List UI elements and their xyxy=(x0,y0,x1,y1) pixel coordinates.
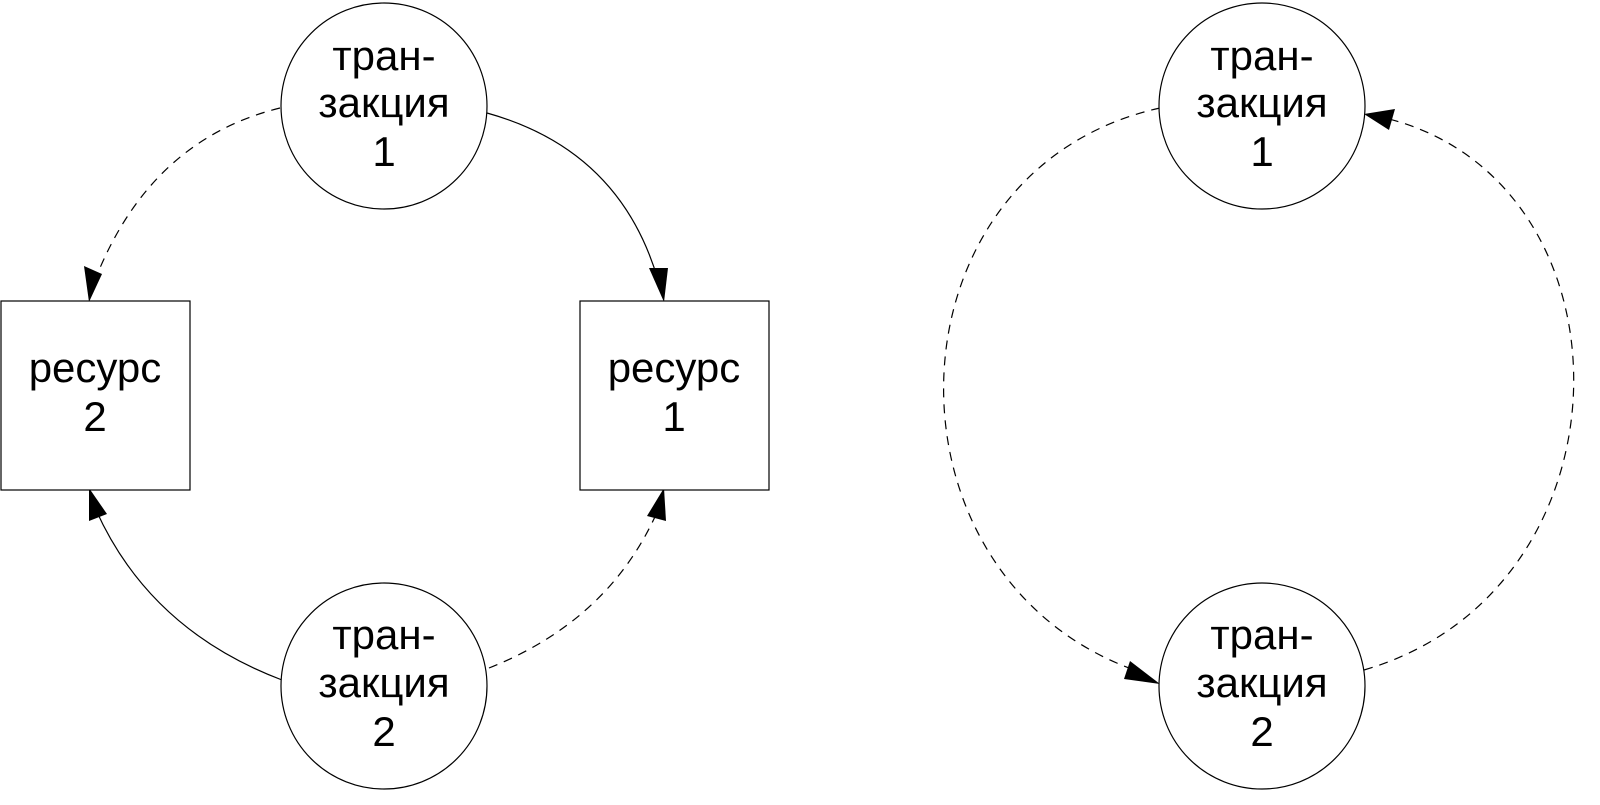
arrowhead-transaction2 xyxy=(1124,661,1160,684)
arrowhead-resource1-top xyxy=(649,268,668,302)
node-transaction-1: тран- закция 1 xyxy=(280,2,488,210)
arrowhead-resource2-bottom xyxy=(89,488,107,521)
resource-2-line-2: 2 xyxy=(83,393,106,440)
right-transaction-2-line-1: тран- xyxy=(1210,611,1313,658)
transaction-1-line-1: тран- xyxy=(332,32,435,79)
right-transaction-2-line-3: 2 xyxy=(1250,708,1273,755)
node-resource-1: ресурс 1 xyxy=(579,300,770,491)
transaction-2-circle xyxy=(280,582,488,790)
arrowhead-resource1-bottom xyxy=(647,488,666,521)
edge-transaction1-to-transaction2 xyxy=(943,107,1161,673)
right-transaction-2-line-2: закция xyxy=(1196,659,1327,706)
arrowhead-resource2-top xyxy=(84,266,102,302)
edge-transaction2-to-resource1 xyxy=(488,509,659,669)
node-resource-2: ресурс 2 xyxy=(0,300,191,491)
transaction-2-line-2: закция xyxy=(318,659,449,706)
transaction-1-line-2: закция xyxy=(318,79,449,126)
node-right-transaction-2: тран- закция 2 xyxy=(1158,582,1366,790)
right-transaction-2-circle xyxy=(1158,582,1366,790)
transaction-2-line-1: тран- xyxy=(332,611,435,658)
edge-transaction2-to-transaction1 xyxy=(1363,117,1575,671)
resource-2-box xyxy=(0,300,191,491)
edge-transaction2-to-resource2 xyxy=(95,509,283,681)
resource-1-line-1: ресурс xyxy=(608,344,741,391)
right-transaction-1-line-3: 1 xyxy=(1250,128,1273,175)
node-right-transaction-1: тран- закция 1 xyxy=(1158,2,1366,210)
transaction-2-line-3: 2 xyxy=(372,708,395,755)
resource-1-line-2: 1 xyxy=(662,393,685,440)
right-diagram: тран- закция 1 тран- закция 2 xyxy=(943,2,1575,790)
resource-2-line-1: ресурс xyxy=(29,344,162,391)
transaction-1-line-3: 1 xyxy=(372,128,395,175)
resource-1-box xyxy=(579,300,770,491)
edge-transaction1-to-resource1 xyxy=(486,112,659,281)
right-transaction-1-line-1: тран- xyxy=(1210,32,1313,79)
arrowhead-transaction1 xyxy=(1364,109,1395,130)
edge-transaction1-to-resource2 xyxy=(94,107,281,281)
right-transaction-1-circle xyxy=(1158,2,1366,210)
right-transaction-1-line-2: закция xyxy=(1196,79,1327,126)
node-transaction-2: тран- закция 2 xyxy=(280,582,488,790)
transaction-1-circle xyxy=(280,2,488,210)
left-diagram: тран- закция 1 ресурс 2 ресурс 1 тран- з… xyxy=(0,2,770,790)
